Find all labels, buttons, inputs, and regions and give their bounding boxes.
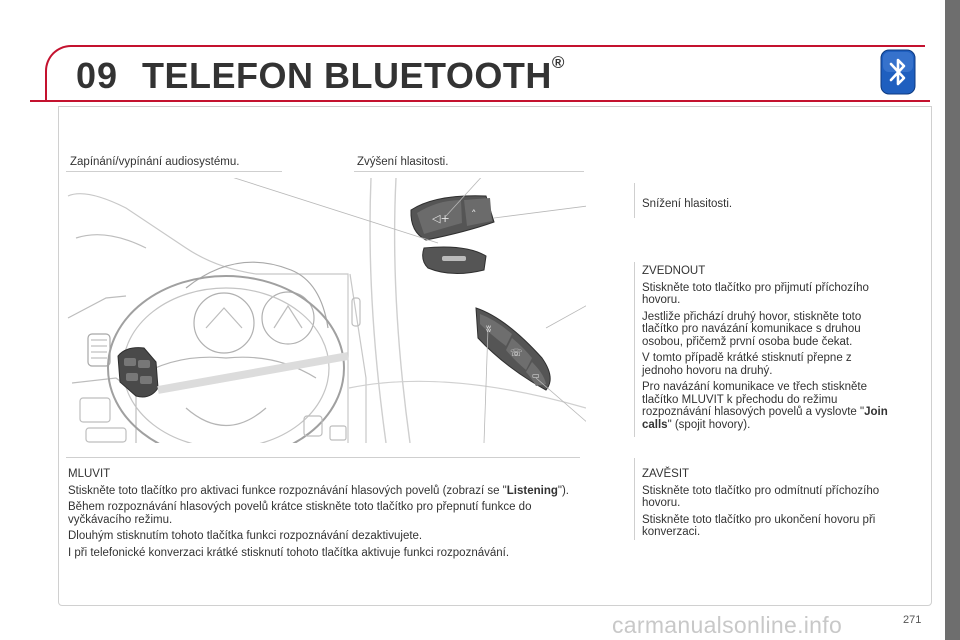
speak-text-4: I při telefonické konverzaci krátké stis… xyxy=(68,546,510,559)
speak-text-1-start: Stiskněte toto tlačítko pro aktivaci fun… xyxy=(68,484,507,497)
svg-text:˄: ˄ xyxy=(471,208,477,221)
speak-text-2: Během rozpoznávání hlasových povelů krát… xyxy=(68,501,532,526)
answer-section: ZVEDNOUT Stiskněte toto tlačítko pro při… xyxy=(642,265,894,435)
answer-section-rule xyxy=(634,262,635,437)
header-rule xyxy=(30,100,930,102)
label-rule-volume-up xyxy=(354,171,584,172)
answer-text-4-end: " (spojit hovory). xyxy=(667,418,751,431)
steering-wheel-illustration: ◁+ ˄ ʬ ☏ ▭ xyxy=(67,178,586,443)
page-number: 271 xyxy=(903,614,922,626)
page-title-text: TELEFON BLUETOOTH xyxy=(142,55,552,96)
answer-text-2: Jestliže přichází druhý hovor, stiskněte… xyxy=(642,310,862,348)
label-volume-up: Zvýšení hlasitosti. xyxy=(357,156,449,168)
bluetooth-icon xyxy=(880,49,916,95)
answer-text-4-start: Pro navázání komunikace ve třech stiskně… xyxy=(642,381,868,418)
label-rule-power xyxy=(66,171,282,172)
registered-mark: ® xyxy=(551,53,565,72)
hangup-text-1: Stiskněte toto tlačítko pro odmítnutí př… xyxy=(642,484,880,510)
page-title: TELEFON BLUETOOTH® xyxy=(142,53,565,97)
hangup-section: ZAVĚSIT Stiskněte toto tlačítko pro odmí… xyxy=(642,468,894,543)
answer-text-1: Stiskněte toto tlačítko pro přijmutí pří… xyxy=(642,281,869,307)
speak-text-1: Stiskněte toto tlačítko pro aktivaci fun… xyxy=(68,485,588,498)
speak-section: MLUVIT Stiskněte toto tlačítko pro aktiv… xyxy=(68,468,588,563)
watermark: carmanualsonline.info xyxy=(612,612,843,638)
hangup-heading: ZAVĚSIT xyxy=(642,468,690,480)
label-power: Zapínání/vypínání audiosystému. xyxy=(70,156,240,168)
svg-text:▭: ▭ xyxy=(532,371,540,380)
listening-status: Listening xyxy=(506,484,558,497)
label-rule-speak xyxy=(66,457,580,458)
speak-text-3: Dlouhým stisknutím tohoto tlačítka funkc… xyxy=(68,530,423,542)
content-panel xyxy=(58,106,932,606)
label-rule-volume-down xyxy=(634,183,635,218)
answer-heading: ZVEDNOUT xyxy=(642,265,706,277)
answer-text-3: V tomto případě krátké stisknutí přepne … xyxy=(642,352,852,377)
hangup-text-2: Stiskněte toto tlačítko pro ukončení hov… xyxy=(642,513,876,539)
join-calls-command: Join calls xyxy=(642,406,888,431)
speak-heading: MLUVIT xyxy=(68,468,111,480)
label-volume-down: Snížení hlasitosti. xyxy=(642,198,733,210)
page-edge-stripe xyxy=(945,0,960,640)
svg-text:☏: ☏ xyxy=(510,348,523,359)
answer-text-4: Pro navázání komunikace ve třech stiskně… xyxy=(642,381,894,431)
chapter-number: 09 xyxy=(76,55,119,96)
speak-text-1-end: "). xyxy=(557,484,569,497)
svg-text:◁+: ◁+ xyxy=(432,212,450,225)
hangup-section-rule xyxy=(634,458,635,540)
chapter-header-frame xyxy=(45,45,925,101)
svg-text:ʬ: ʬ xyxy=(486,324,491,335)
